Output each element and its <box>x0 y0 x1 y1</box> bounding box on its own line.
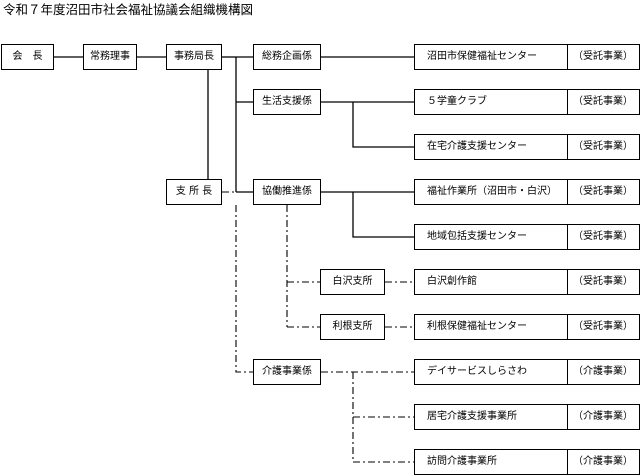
service-box: 福祉作業所（沼田市・白沢） （受託事業） <box>414 179 640 205</box>
service-tag: （受託事業） <box>573 141 633 152</box>
service-tag: （受託事業） <box>573 51 633 62</box>
node-life-support: 生活支援係 <box>253 89 321 115</box>
service-box: ５学童クラブ （受託事業） <box>414 89 640 115</box>
service-name: 利根保健福祉センター <box>427 321 527 332</box>
node-general-planning: 総務企画係 <box>253 44 321 70</box>
divider <box>567 135 568 159</box>
service-tag: （受託事業） <box>573 96 633 107</box>
service-name: ５学童クラブ <box>427 96 487 107</box>
service-box: 白沢創作館 （受託事業） <box>414 269 640 295</box>
divider <box>567 45 568 69</box>
divider <box>567 450 568 474</box>
service-name: 訪問介護事業所 <box>427 456 497 467</box>
service-box: 居宅介護支援事業所 （介護事業） <box>414 404 640 430</box>
node-president: 会 長 <box>1 44 54 70</box>
divider <box>567 405 568 429</box>
service-name: 在宅介護支援センター <box>427 141 527 152</box>
divider <box>567 315 568 339</box>
line-trunk-to-care <box>235 205 253 373</box>
service-name: 福祉作業所（沼田市・白沢） <box>427 186 557 197</box>
node-shirasawa-branch: 白沢支所 <box>320 269 385 295</box>
node-secretary-general: 事務局長 <box>166 44 222 70</box>
service-box: 在宅介護支援センター （受託事業） <box>414 134 640 160</box>
service-box: 利根保健福祉センター （受託事業） <box>414 314 640 340</box>
service-tag: （受託事業） <box>573 186 633 197</box>
node-collaboration: 協働推進係 <box>253 179 321 205</box>
divider <box>567 270 568 294</box>
node-tone-branch: 利根支所 <box>320 314 385 340</box>
service-name: 沼田市保健福祉センター <box>427 51 537 62</box>
line-life-support-drop <box>352 102 414 148</box>
service-tag: （受託事業） <box>573 276 633 287</box>
service-box: 地域包括支援センター （受託事業） <box>414 224 640 250</box>
service-box: デイサービスしらさわ （介護事業） <box>414 359 640 385</box>
line-collab-drop <box>352 192 414 238</box>
divider <box>567 225 568 249</box>
service-name: 地域包括支援センター <box>427 231 527 242</box>
service-box: 沼田市保健福祉センター （受託事業） <box>414 44 640 70</box>
service-box: 訪問介護事業所 （介護事業） <box>414 449 640 475</box>
divider <box>567 180 568 204</box>
service-tag: （介護事業） <box>573 456 633 467</box>
service-tag: （介護事業） <box>573 366 633 377</box>
service-tag: （受託事業） <box>573 321 633 332</box>
node-care-business: 介護事業係 <box>253 359 321 385</box>
service-name: 居宅介護支援事業所 <box>427 411 517 422</box>
node-branch-manager: 支 所 長 <box>166 179 222 205</box>
divider <box>567 360 568 384</box>
service-tag: （受託事業） <box>573 231 633 242</box>
service-tag: （介護事業） <box>573 411 633 422</box>
service-name: 白沢創作館 <box>427 276 477 287</box>
divider <box>567 90 568 114</box>
node-director: 常務理事 <box>83 44 137 70</box>
service-name: デイサービスしらさわ <box>427 366 527 377</box>
chart-title: 令和７年度沼田市社会福祉協議会組織機構図 <box>3 2 254 17</box>
